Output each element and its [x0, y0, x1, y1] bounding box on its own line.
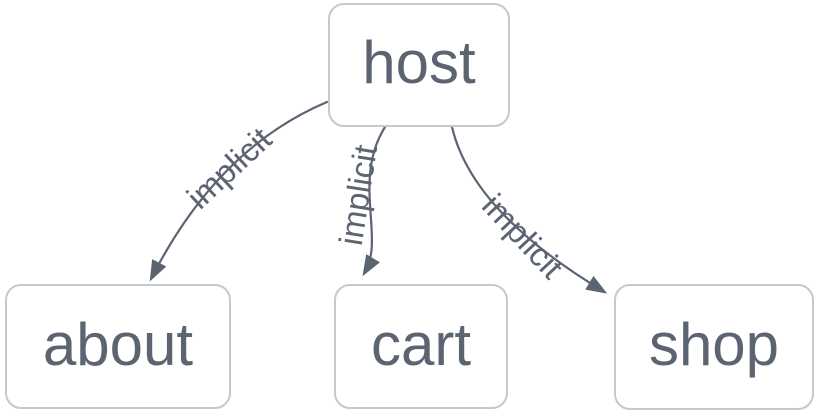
- node-about-label: about: [42, 310, 194, 378]
- node-cart[interactable]: cart: [334, 284, 508, 409]
- edge-label-host-shop: implicit: [475, 187, 571, 286]
- node-shop-label: shop: [648, 311, 780, 378]
- edge-label-host-about: implicit: [180, 120, 279, 216]
- node-shop[interactable]: shop: [614, 284, 814, 410]
- edge-line-host-about[interactable]: [149, 100, 329, 282]
- edge-host-shop: implicit: [450, 125, 608, 294]
- edge-host-about: implicit: [149, 100, 329, 282]
- node-cart-label: cart: [370, 310, 472, 378]
- edge-line-host-cart[interactable]: [362, 125, 387, 277]
- node-host[interactable]: host: [328, 3, 510, 127]
- node-host-label: host: [362, 29, 476, 96]
- node-about[interactable]: about: [5, 284, 231, 409]
- edge-host-cart: implicit: [332, 125, 387, 277]
- edge-label-host-cart: implicit: [332, 142, 384, 247]
- edge-line-host-shop[interactable]: [450, 125, 608, 294]
